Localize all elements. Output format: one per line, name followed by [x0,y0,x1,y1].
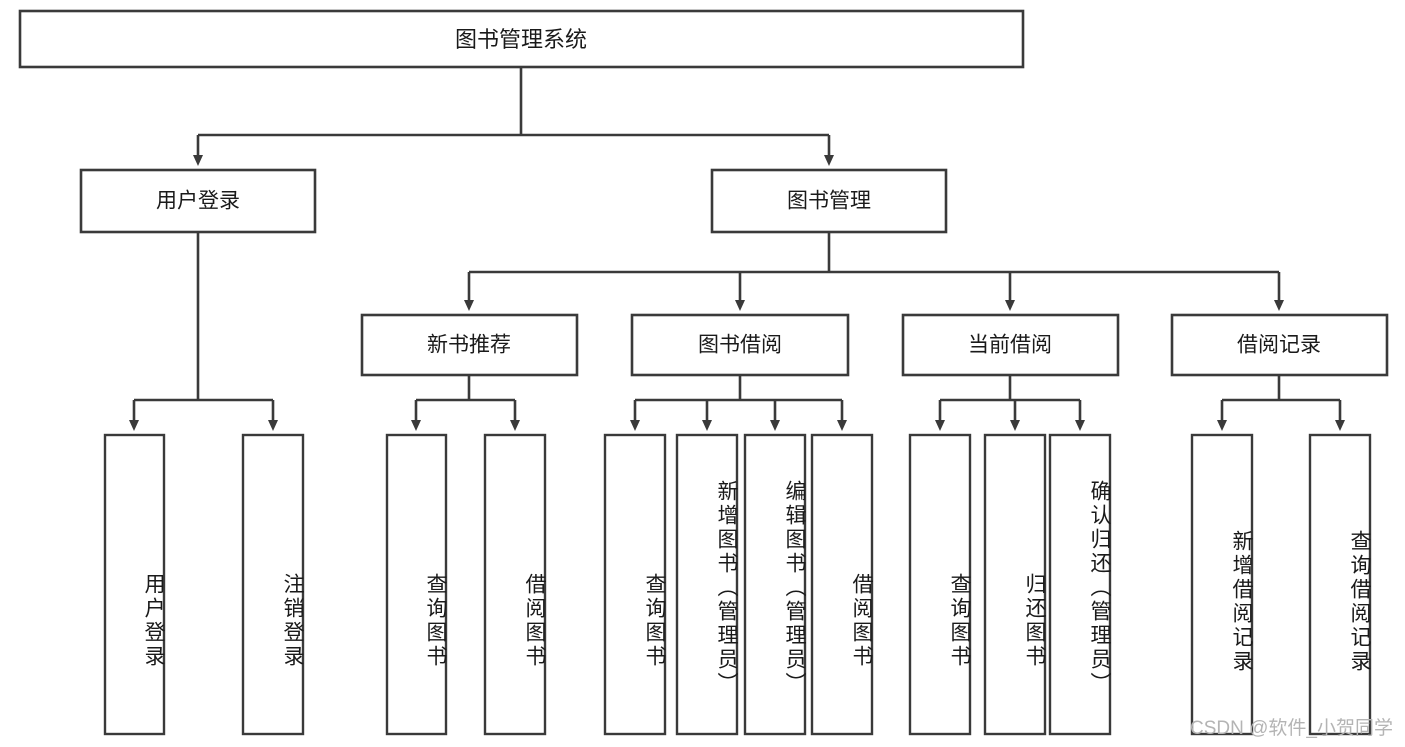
node-leaf-query-borrow-record-box[interactable] [1308,433,1372,736]
node-leaf-user-login-box[interactable] [103,433,166,736]
node-book-manage-label: 图书管理 [787,190,871,213]
node-leaf-confirm-return-admin-box[interactable] [1048,433,1112,736]
node-root-box[interactable] [18,9,1025,69]
node-leaf-add-book-admin-box[interactable] [675,433,739,736]
node-new-book-rec-box[interactable] [360,313,579,377]
node-book-manage[interactable]: 图书管理 [710,168,948,234]
node-new-book-rec-label: 新书推荐 [427,334,511,357]
node-leaf-logout-login-box[interactable] [241,433,305,736]
node-root[interactable]: 图书管理系统 [18,9,1025,69]
node-user-login[interactable]: 用户登录 [79,168,317,234]
node-leaf-query-book-3-box[interactable] [908,433,972,736]
node-current-borrow[interactable]: 当前借阅 [901,313,1120,377]
node-current-borrow-label: 当前借阅 [968,334,1052,357]
node-leaf-query-book-1-box[interactable] [385,433,448,736]
node-book-borrow-box[interactable] [630,313,850,377]
node-leaf-add-borrow-record-box[interactable] [1190,433,1254,736]
node-leaf-borrow-book-1-box[interactable] [483,433,547,736]
node-book-borrow[interactable]: 图书借阅 [630,313,850,377]
csdn-watermark: CSDN @软件_小贺同学 [1190,718,1393,739]
connector-group [129,67,1345,431]
node-user-login-label: 用户登录 [156,190,240,213]
node-current-borrow-box[interactable] [901,313,1120,377]
node-borrow-record-box[interactable] [1170,313,1389,377]
node-leaf-return-book-box[interactable] [983,433,1047,736]
node-new-book-rec[interactable]: 新书推荐 [360,313,579,377]
leaf-box-group [103,433,1372,736]
node-leaf-query-book-2-box[interactable] [603,433,667,736]
node-user-login-box[interactable] [79,168,317,234]
node-borrow-record[interactable]: 借阅记录 [1170,313,1389,377]
node-book-borrow-label: 图书借阅 [698,334,782,357]
node-borrow-record-label: 借阅记录 [1237,334,1321,357]
node-root-label: 图书管理系统 [455,27,587,52]
node-book-manage-box[interactable] [710,168,948,234]
node-leaf-edit-book-admin-box[interactable] [743,433,807,736]
node-leaf-borrow-book-2-box[interactable] [810,433,874,736]
